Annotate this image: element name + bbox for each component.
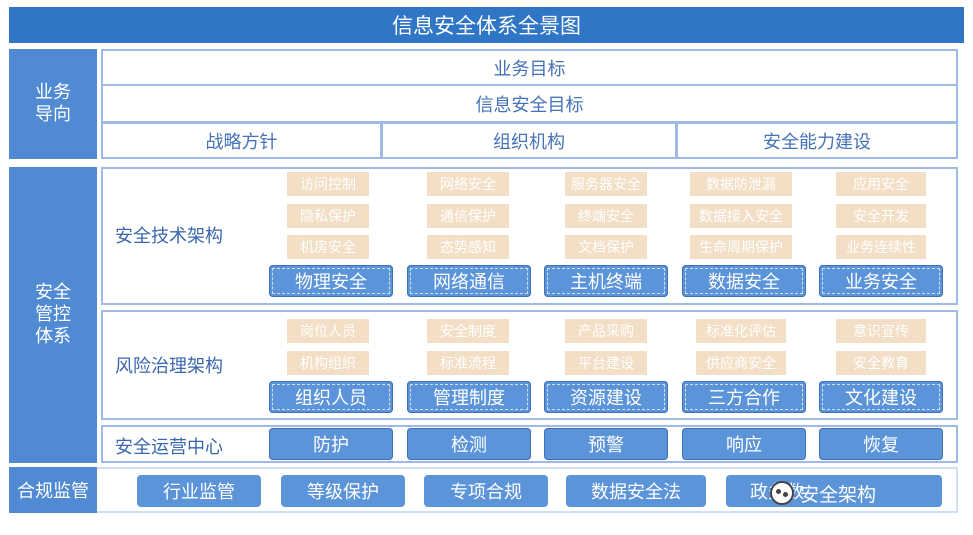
- tech-tag: 数据防泄漏: [690, 172, 792, 196]
- tech-pillar: 数据安全: [682, 265, 806, 297]
- strategy-capability: 安全能力建设: [676, 122, 958, 159]
- risk-tag: 意识宣传: [836, 319, 926, 343]
- risk-pillar: 文化建设: [819, 381, 943, 413]
- soc-item-warn: 预警: [544, 428, 668, 460]
- orientation-label-line-2: 导向: [35, 104, 71, 125]
- risk-tag: 岗位人员: [287, 319, 369, 343]
- management-label-line-2: 管控: [35, 304, 71, 325]
- risk-pillar: 三方合作: [682, 381, 806, 413]
- tech-tag: 业务连续性: [836, 235, 926, 259]
- compliance-item: 专项合规: [424, 475, 548, 507]
- tech-tag: 隐私保护: [287, 204, 369, 228]
- risk-tag: 标准流程: [427, 351, 509, 375]
- risk-pillar: 资源建设: [544, 381, 668, 413]
- orientation-label-line-1: 业务: [35, 82, 71, 103]
- tech-tag: 态势感知: [427, 235, 509, 259]
- risk-governance-label: 风险治理架构: [115, 356, 223, 377]
- tech-tag: 服务器安全: [565, 172, 647, 196]
- soc-item-recover: 恢复: [819, 428, 943, 460]
- soc-item-detect: 检测: [407, 428, 531, 460]
- tech-tag: 应用安全: [836, 172, 926, 196]
- risk-pillar: 管理制度: [407, 381, 531, 413]
- tech-pillar: 物理安全: [269, 265, 393, 297]
- tech-pillar: 主机终端: [544, 265, 668, 297]
- compliance-label: 合规监管: [9, 467, 97, 513]
- risk-tag: 标准化评估: [696, 319, 786, 343]
- soc-item-respond: 响应: [682, 428, 806, 460]
- tech-tag: 生命周期保护: [690, 235, 792, 259]
- orientation-label: 业务 导向: [9, 49, 97, 159]
- tech-tag: 文档保护: [565, 235, 647, 259]
- watermark-text: 安全架构: [800, 483, 877, 506]
- tech-tag: 网络安全: [427, 172, 509, 196]
- risk-tag: 安全制度: [427, 319, 509, 343]
- strategy-organization: 组织机构: [381, 122, 677, 159]
- risk-pillar: 组织人员: [269, 381, 393, 413]
- tech-tag: 访问控制: [287, 172, 369, 196]
- risk-tag: 平台建设: [565, 351, 647, 375]
- tech-tag: 安全开发: [836, 204, 926, 228]
- security-goal: 信息安全目标: [101, 86, 958, 123]
- tech-pillar: 网络通信: [407, 265, 531, 297]
- risk-tag: 供应商安全: [696, 351, 786, 375]
- risk-tag: 安全教育: [836, 351, 926, 375]
- risk-tag: 产品采购: [565, 319, 647, 343]
- compliance-item: 数据安全法: [566, 475, 706, 507]
- tech-pillar: 业务安全: [819, 265, 943, 297]
- compliance-item: 等级保护: [281, 475, 405, 507]
- tech-architecture-label: 安全技术架构: [115, 226, 223, 247]
- soc-item-protect: 防护: [269, 428, 393, 460]
- diagram-title: 信息安全体系全景图: [9, 7, 964, 43]
- risk-tag: 机构组织: [287, 351, 369, 375]
- compliance-item: 行业监管: [137, 475, 261, 507]
- watermark: 安全架构: [770, 478, 970, 508]
- management-label-line-1: 安全: [35, 282, 71, 303]
- tech-tag: 通信保护: [427, 204, 509, 228]
- management-label: 安全 管控 体系: [9, 167, 97, 463]
- strategy-policy: 战略方针: [101, 122, 382, 159]
- tech-tag: 机房安全: [287, 235, 369, 259]
- business-goal: 业务目标: [101, 49, 958, 86]
- soc-label: 安全运营中心: [115, 437, 223, 458]
- tech-tag: 终端安全: [565, 204, 647, 228]
- management-label-line-3: 体系: [35, 326, 71, 347]
- tech-tag: 数据接入安全: [690, 204, 792, 228]
- wechat-icon: [770, 481, 794, 505]
